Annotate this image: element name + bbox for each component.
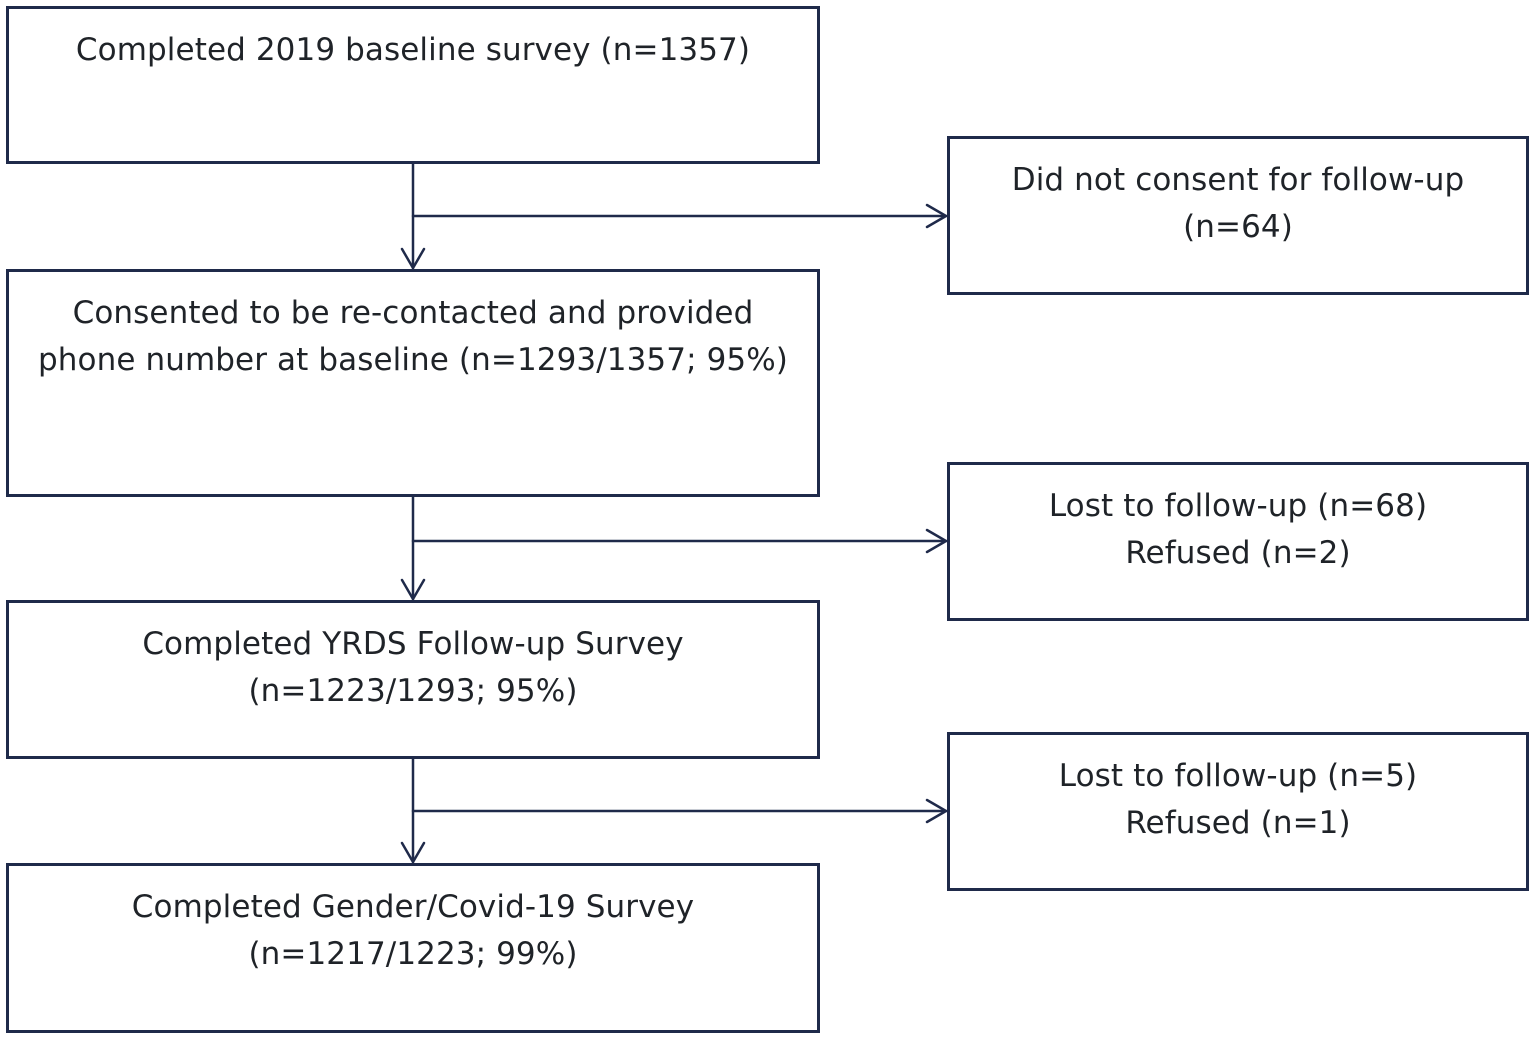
box-yrds-text-line-2: (n=1223/1293; 95%) (248, 673, 578, 709)
box-no-consent-text-line-1: Did not consent for follow-up (1011, 162, 1465, 198)
arrowhead-lost-1 (925, 528, 948, 554)
box-lost-follow-up-2: Lost to follow-up (n=5) Refused (n=1) (947, 732, 1529, 891)
box-yrds-text-line-1: Completed YRDS Follow-up Survey (142, 626, 684, 662)
box-lost-2-text-line-2: Refused (n=1) (1125, 805, 1351, 841)
arrowhead-gender (400, 841, 426, 864)
box-lost-1-text-line-1: Lost to follow-up (n=68) (1048, 488, 1428, 524)
box-no-consent: Did not consent for follow-up (n=64) (947, 136, 1529, 295)
box-lost-1-text-line-2: Refused (n=2) (1125, 535, 1351, 571)
box-baseline-text-line-1: Completed 2019 baseline survey (n=1357) (75, 32, 751, 68)
arrowhead-lost-2 (925, 798, 948, 824)
arrowhead-yrds (400, 578, 426, 601)
box-baseline-survey: Completed 2019 baseline survey (n=1357) (6, 6, 820, 164)
arrowhead-no-consent (925, 203, 948, 229)
arrowhead-consented (400, 247, 426, 270)
box-no-consent-text-line-2: (n=64) (1183, 209, 1293, 245)
box-gender-text-line-2: (n=1217/1223; 99%) (248, 936, 578, 972)
box-lost-2-text-line-1: Lost to follow-up (n=5) (1058, 758, 1418, 794)
box-consented-text-line-2: phone number at baseline (n=1293/1357; 9… (38, 342, 788, 378)
box-consented: Consented to be re-contacted and provide… (6, 269, 820, 497)
box-lost-follow-up-1: Lost to follow-up (n=68) Refused (n=2) (947, 462, 1529, 621)
box-consented-text-line-1: Consented to be re-contacted and provide… (72, 295, 754, 331)
box-yrds-follow-up: Completed YRDS Follow-up Survey (n=1223/… (6, 600, 820, 759)
box-gender-covid-survey: Completed Gender/Covid-19 Survey (n=1217… (6, 863, 820, 1033)
box-gender-text-line-1: Completed Gender/Covid-19 Survey (131, 889, 695, 925)
